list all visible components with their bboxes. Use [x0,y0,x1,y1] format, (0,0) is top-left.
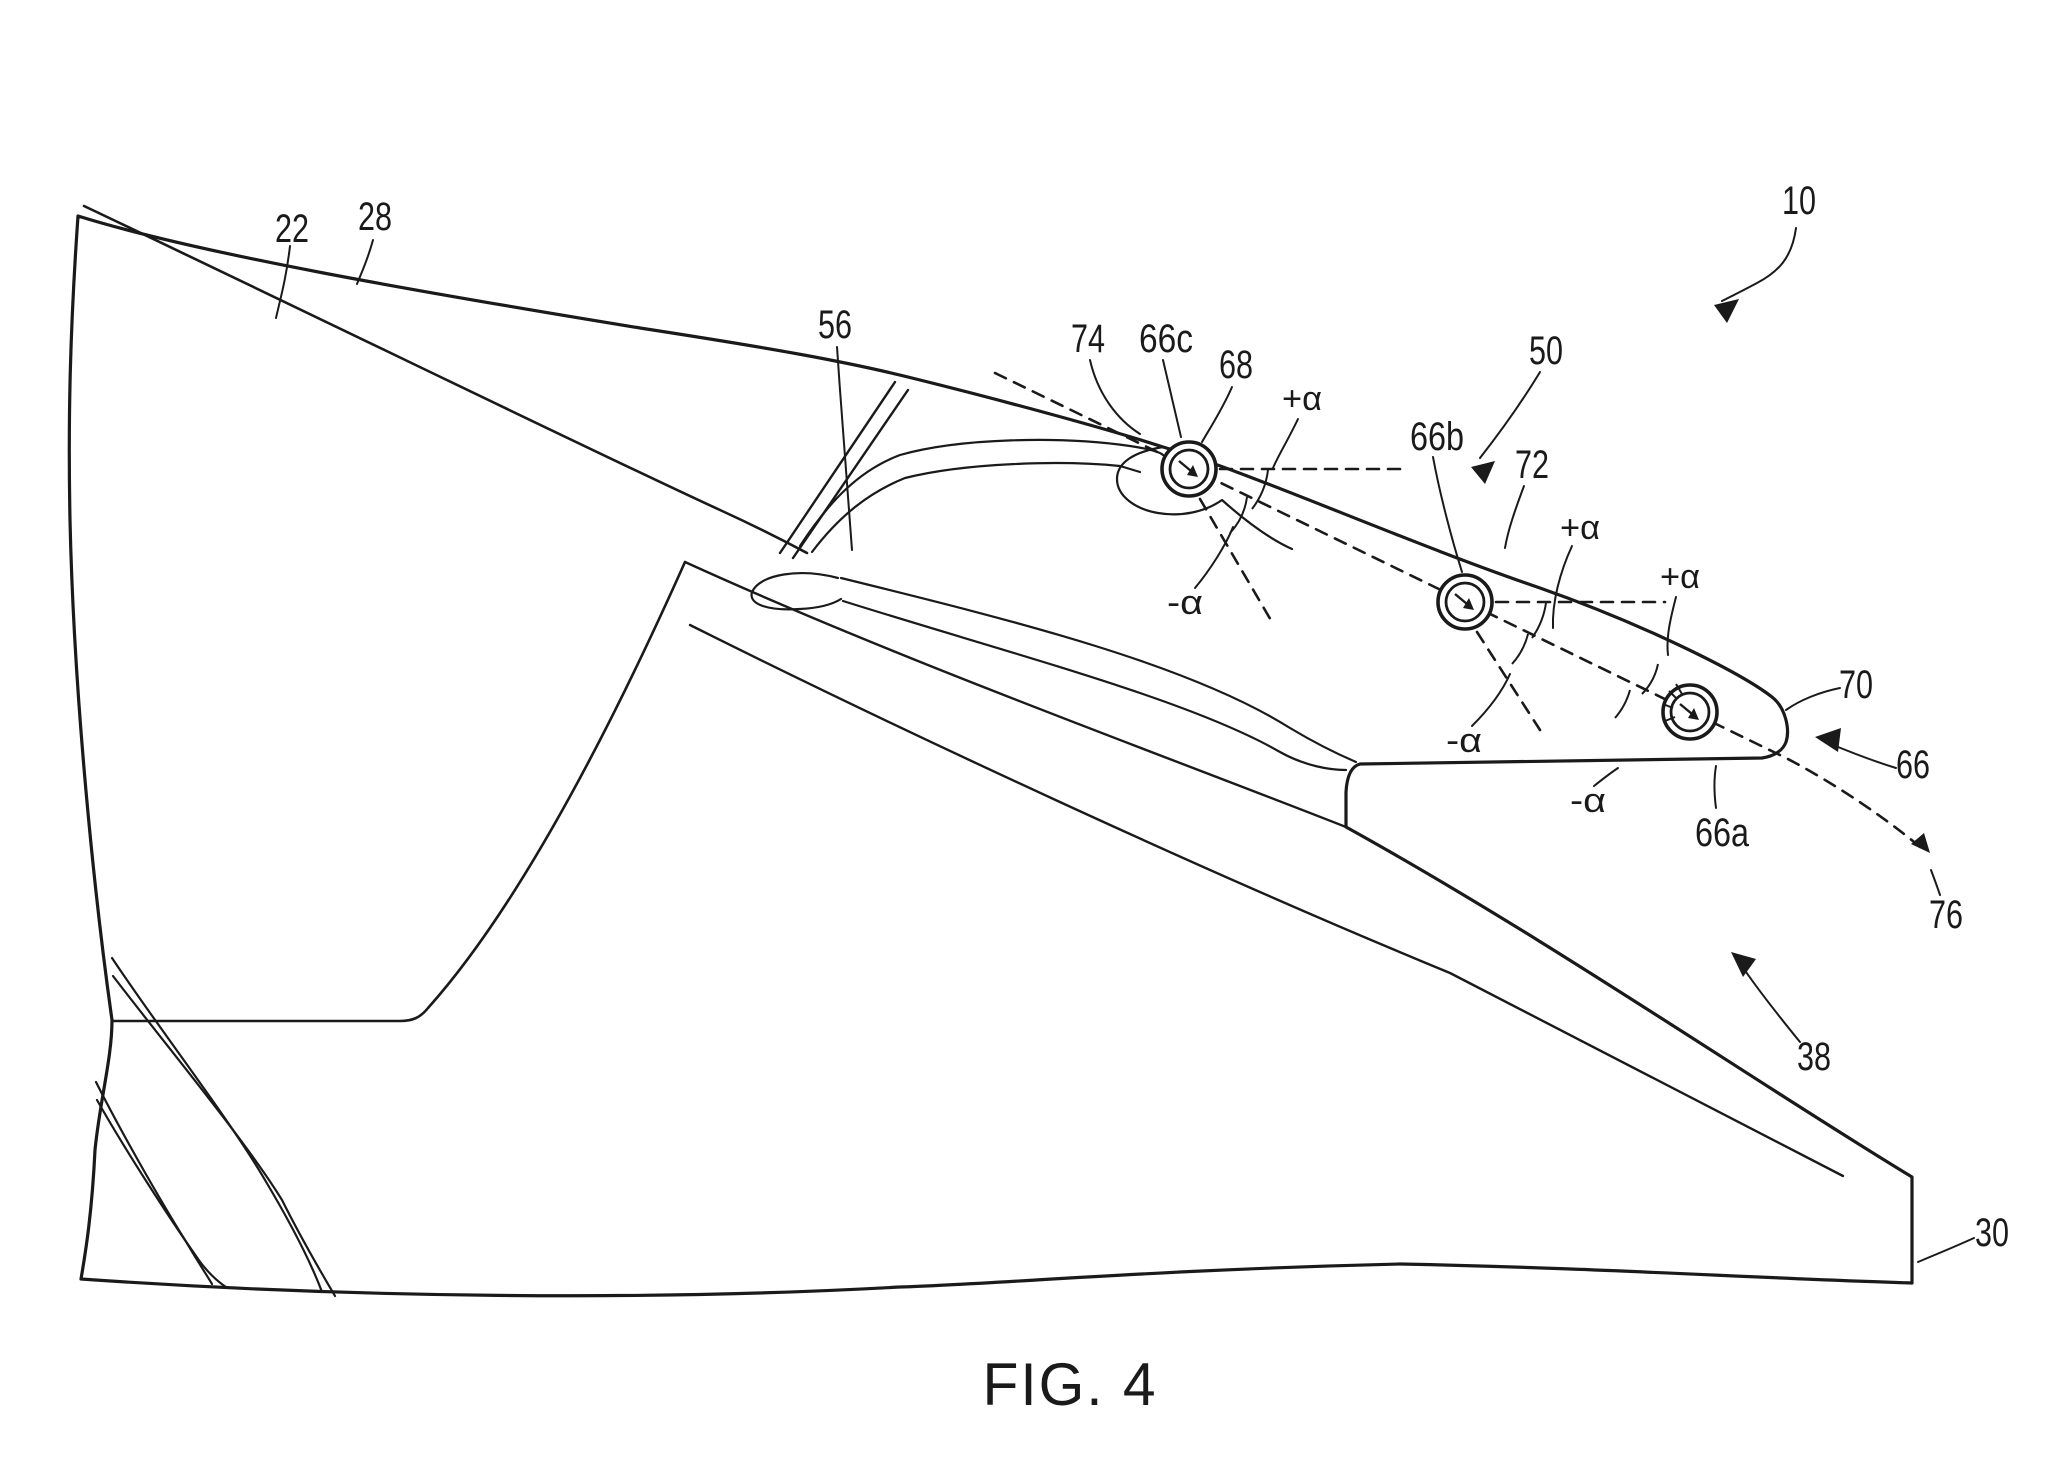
leader-72 [1504,485,1525,549]
sensor-housing [1115,445,1294,551]
sensor-66a [1661,683,1719,741]
leader-66c [1162,359,1182,438]
ref-label-74: 74 [1071,317,1105,361]
fender-crease-line [111,560,687,1023]
ref-label-72: 72 [1515,443,1549,487]
plus-alpha-label-2: +α [1560,509,1600,547]
ref-label-10: 10 [1782,179,1816,223]
arrowhead-38 [1731,952,1756,977]
leader-56 [836,346,853,551]
leader-74 [1089,359,1141,435]
ref-label-38: 38 [1797,1035,1831,1079]
ref-label-66c: 66c [1139,317,1193,361]
leader-68 [1201,386,1233,443]
sensor-66b [1436,573,1494,631]
leader-66b [1432,456,1463,573]
door-top-edge [683,560,1348,829]
arrowhead-66 [1815,728,1841,752]
angle-arc-middle-minus [1511,633,1529,665]
hood-line-22 [82,204,809,555]
leader-10 [1721,227,1797,302]
ref-label-66b: 66b [1410,415,1464,459]
sensor-66c [1160,440,1218,498]
angle-arc-lower-minus [1614,689,1631,719]
minus-alpha-label-2: -α [1446,722,1482,760]
plus-alpha-label-1: +α [1282,380,1322,418]
leader-22 [275,245,291,319]
body-outline [67,214,1914,1298]
sensor-axis-dashed-76 [993,371,1928,854]
ref-label-56: 56 [818,303,852,347]
sensor-pointer-icon [1178,460,1192,472]
ref-label-76: 76 [1929,893,1963,937]
leader-28 [356,239,374,285]
leader-minus-alpha-1 [1194,526,1234,589]
sensor-pointer-icon [1679,703,1693,715]
wheel-arch-arcs [94,956,337,1298]
plus-alpha-label-3: +α [1660,558,1700,596]
ref-label-68: 68 [1219,343,1253,387]
leader-70 [1785,687,1841,711]
ref-label-66: 66 [1896,743,1930,787]
arrowhead-50 [1471,461,1495,484]
leader-50 [1479,371,1541,459]
sensor-pointer-head [1463,598,1474,610]
leader-plus-alpha-1 [1272,418,1299,469]
angle-arc-upper-plus [1251,469,1269,510]
beltline-strip [683,560,1845,1178]
sensor-tick-rays [1662,683,1683,722]
minus-ray-upper-dashed [1198,497,1274,624]
leader-30 [1917,1237,1975,1263]
ref-label-30: 30 [1975,1211,2009,1255]
leader-plus-alpha-3 [1666,596,1677,656]
axis-arrowhead-76 [1911,833,1930,853]
ref-label-50: 50 [1529,329,1563,373]
door-lower-crease-38 [688,623,1845,1178]
quarter-pillar-trim-56 [778,380,910,560]
figure-caption: FIG. 4 [983,1351,1158,1418]
mirror-pocket-ledge [750,572,1358,772]
arrowhead-10 [1714,299,1739,323]
leader-plus-alpha-2 [1551,545,1573,629]
mirror-arm [798,438,1165,554]
leader-38 [1741,965,1801,1043]
sensor-pointer-icon [1454,593,1468,605]
minus-alpha-label-1: -α [1167,584,1203,622]
leader-minus-alpha-3 [1593,767,1619,787]
sensor-pointer-head [1688,708,1699,720]
ref-label-28: 28 [358,195,392,239]
leader-minus-alpha-2 [1471,673,1511,727]
sensor-pointer-head [1187,465,1198,477]
angle-arc-lower-plus [1641,663,1659,695]
minus-alpha-label-3: -α [1570,782,1606,820]
minus-ray-middle-dashed [1475,630,1542,732]
ref-label-70: 70 [1839,663,1873,707]
angle-arc-middle-plus [1531,602,1547,639]
ref-label-66a: 66a [1695,811,1750,855]
leader-76 [1930,869,1941,896]
leader-66a [1713,765,1717,809]
ref-label-22: 22 [275,207,309,251]
